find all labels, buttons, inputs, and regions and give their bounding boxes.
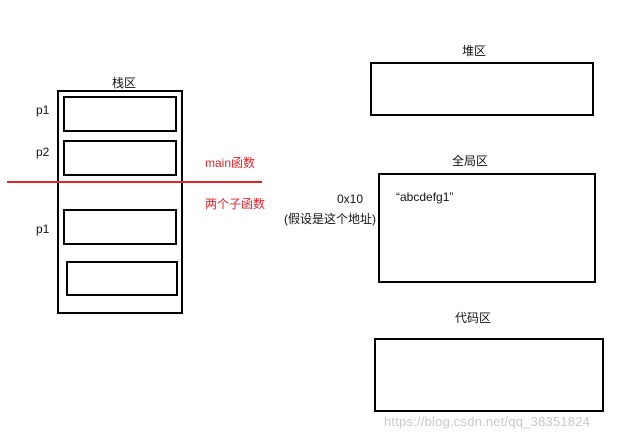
stack-slot-p2-main bbox=[63, 140, 177, 176]
stack-slot-p1-main bbox=[63, 96, 177, 132]
stack-slot-empty-sub bbox=[66, 261, 178, 296]
address-label: 0x10 bbox=[337, 192, 364, 206]
global-string-content: “abcdefg1” bbox=[396, 190, 454, 204]
slot-label-p2: p2 bbox=[36, 145, 50, 159]
watermark-text: https://blog.csdn.net/qq_38351824 bbox=[384, 414, 591, 429]
code-title: 代码区 bbox=[455, 311, 492, 325]
address-note: (假设是这个地址) bbox=[284, 212, 376, 226]
sub-functions-label: 两个子函数 bbox=[205, 197, 266, 211]
global-region bbox=[378, 173, 596, 283]
main-function-label: main函数 bbox=[205, 156, 256, 170]
heap-title: 堆区 bbox=[462, 44, 487, 58]
global-title: 全局区 bbox=[452, 154, 489, 168]
slot-label-p1-sub: p1 bbox=[36, 222, 50, 236]
code-region bbox=[374, 338, 604, 412]
stack-title: 栈区 bbox=[112, 76, 137, 90]
slot-label-p1: p1 bbox=[36, 103, 50, 117]
stack-slot-p1-sub bbox=[63, 209, 177, 245]
function-divider-line bbox=[7, 181, 262, 183]
heap-region bbox=[370, 62, 594, 116]
stack-region bbox=[57, 90, 183, 314]
